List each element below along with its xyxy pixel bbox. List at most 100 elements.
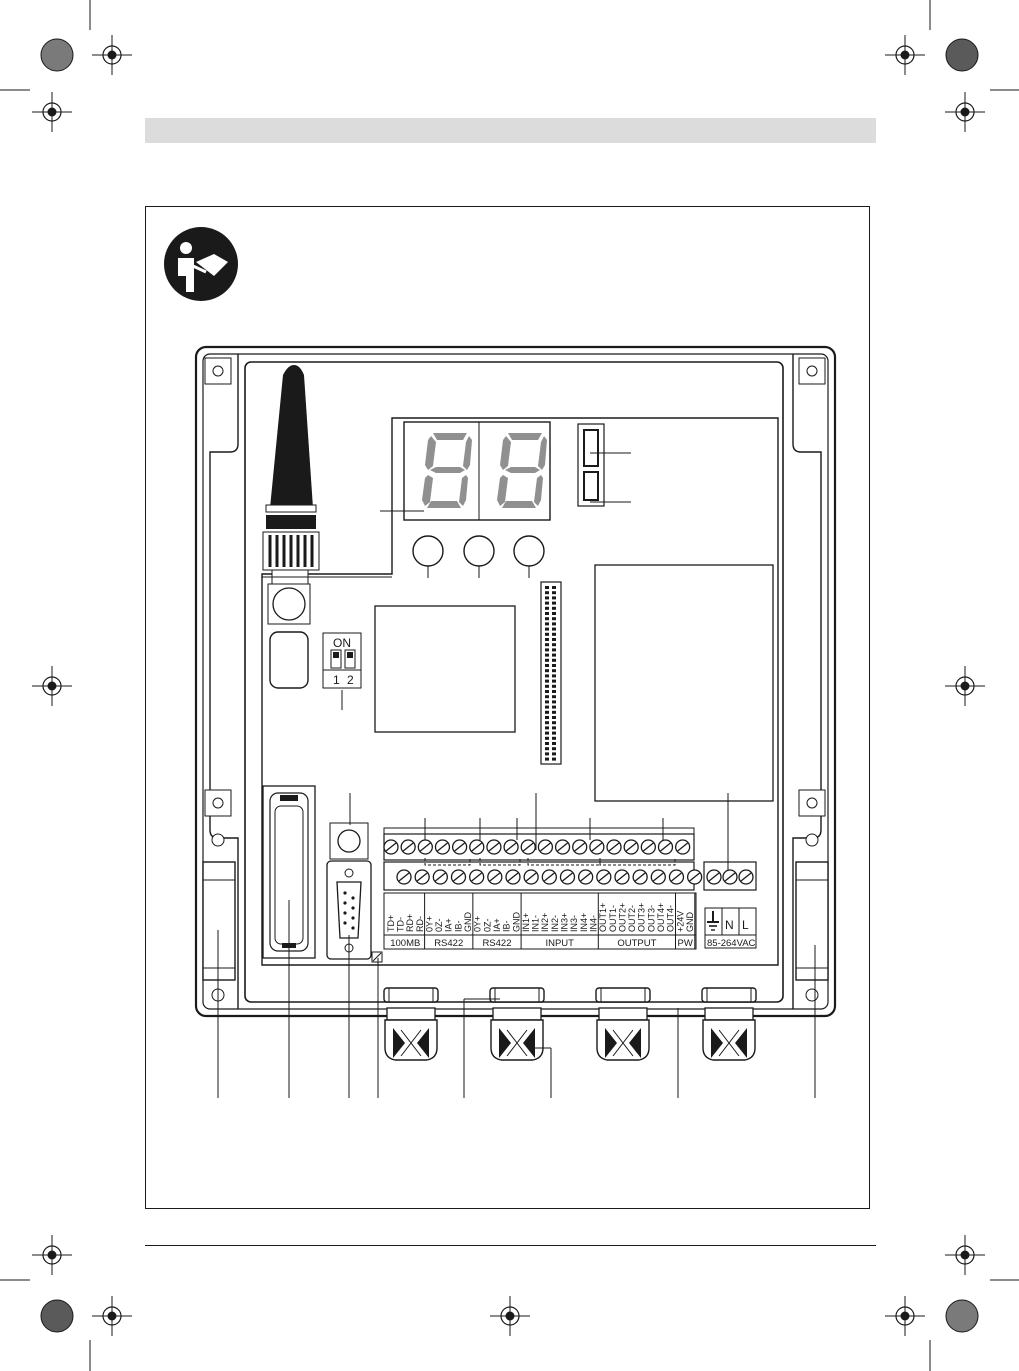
keypad-buttons	[413, 536, 544, 566]
sim-slot	[270, 632, 308, 688]
header-pin	[552, 586, 556, 589]
terminal-pin-label: 0Y+	[424, 916, 434, 932]
terminal-screw	[542, 870, 556, 884]
dip-switch: ON 1 2	[323, 633, 361, 688]
terminal-screw	[451, 870, 465, 884]
terminal-screw	[676, 840, 690, 854]
header-pin	[552, 674, 556, 677]
header-pin	[545, 638, 549, 641]
terminal-pin-label: IN2+	[540, 913, 550, 932]
header-pin	[545, 617, 549, 620]
header-pin	[545, 622, 549, 625]
dip-switch-pos1: 1	[333, 673, 340, 687]
header-pin	[545, 737, 549, 740]
terminal-screw	[688, 870, 702, 884]
header-pin	[545, 643, 549, 646]
terminal-screw	[418, 840, 432, 854]
header-pin	[545, 685, 549, 688]
terminal-pin-label: IA+	[492, 918, 502, 932]
header-pin	[552, 700, 556, 703]
terminal-pin-label: +24V	[675, 911, 685, 932]
terminal-pin-label: GND	[511, 912, 521, 933]
terminal-screw	[590, 840, 604, 854]
header-pin	[552, 706, 556, 709]
header-pin	[552, 622, 556, 625]
terminal-screw	[607, 840, 621, 854]
terminal-screw	[384, 840, 398, 854]
terminal-screw	[651, 870, 665, 884]
terminal-pin-label: IN1+	[521, 913, 531, 932]
header-pin	[545, 654, 549, 657]
terminal-screw	[560, 870, 574, 884]
terminal-pin-label: OUT4-	[666, 905, 676, 932]
terminal-group-label: RS422	[482, 938, 511, 949]
terminal-screw	[433, 870, 447, 884]
terminal-pin-label: IN3-	[569, 915, 579, 932]
terminal-screw	[401, 840, 415, 854]
header-pin	[545, 628, 549, 631]
header-pin	[545, 612, 549, 615]
header-pin	[552, 607, 556, 610]
header-pin	[552, 654, 556, 657]
header-pin	[545, 716, 549, 719]
read-manual-icon	[164, 227, 238, 301]
header-pin	[545, 669, 549, 672]
header-pin	[545, 607, 549, 610]
terminal-screw	[597, 870, 611, 884]
terminal-screw	[615, 870, 629, 884]
header-pin	[545, 721, 549, 724]
terminal-group-label: INPUT	[545, 938, 574, 949]
terminal-pin-label: IN4-	[588, 915, 598, 932]
power-voltage-label: 85-264VAC	[707, 938, 756, 949]
header-pin	[552, 716, 556, 719]
header-pin	[552, 602, 556, 605]
header-pin	[552, 680, 556, 683]
header-pin	[545, 752, 549, 755]
header-pin	[552, 596, 556, 599]
terminal-screw	[641, 840, 655, 854]
header-pin	[552, 752, 556, 755]
terminal-screw	[538, 840, 552, 854]
header-pin	[552, 669, 556, 672]
header-pin	[545, 648, 549, 651]
terminal-screw	[556, 840, 570, 854]
terminal-pin-label: TD-	[395, 917, 405, 932]
header-pin	[545, 602, 549, 605]
terminal-pin-label: IN3+	[560, 913, 570, 932]
terminal-screw	[415, 870, 429, 884]
header-pin	[552, 659, 556, 662]
terminal-pin-label: TD+	[386, 915, 396, 932]
terminal-screw	[506, 870, 520, 884]
terminal-pin-label: OUT2-	[627, 905, 637, 932]
terminal-block: TD+TD-RD+RD-100MB0Y+0Z-IA+IB-GNDRS4220Y+…	[384, 828, 702, 949]
pin-header	[541, 582, 561, 764]
terminal-pin-label: OUT3-	[646, 905, 656, 932]
terminal-pin-label: OUT1+	[598, 903, 608, 932]
header-pin	[552, 638, 556, 641]
terminal-pin-label: OUT3+	[637, 903, 647, 932]
terminal-screw	[579, 870, 593, 884]
header-pin	[552, 628, 556, 631]
terminal-screw	[504, 840, 518, 854]
header-pin	[552, 633, 556, 636]
status-leds	[578, 424, 604, 506]
header-pin	[545, 586, 549, 589]
terminal-screw	[487, 840, 501, 854]
header-pin	[552, 685, 556, 688]
terminal-screw	[521, 840, 535, 854]
terminal-pin-label: GND	[463, 912, 473, 933]
terminal-screw	[453, 840, 467, 854]
seven-segment-display	[404, 422, 550, 520]
header-pin	[552, 726, 556, 729]
ground-symbol	[372, 952, 382, 962]
terminal-screw	[470, 870, 484, 884]
header-pin	[545, 633, 549, 636]
terminal-screw	[524, 870, 538, 884]
terminal-pin-label: RD-	[415, 916, 425, 932]
terminal-pin-label: 0Z-	[482, 918, 492, 932]
terminal-screw	[669, 870, 683, 884]
header-pin	[545, 711, 549, 714]
header-pin	[545, 596, 549, 599]
terminal-pin-label: 0Z-	[434, 918, 444, 932]
terminal-pin-label: IN4+	[579, 913, 589, 932]
